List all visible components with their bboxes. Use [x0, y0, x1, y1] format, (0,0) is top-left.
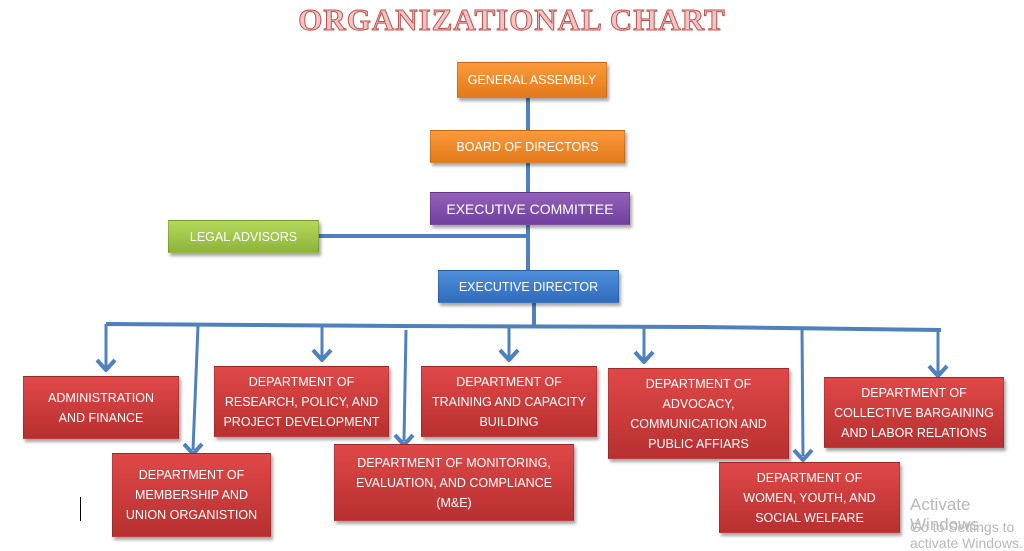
- node-research: DEPARTMENT OF RESEARCH, POLICY, AND PROJ…: [214, 366, 389, 437]
- node-board-of-directors: BOARD OF DIRECTORS: [430, 130, 625, 163]
- node-collective-bargaining: DEPARTMENT OF COLLECTIVE BARGAINING AND …: [824, 377, 1004, 448]
- node-monitoring: DEPARTMENT OF MONITORING, EVALUATION, AN…: [334, 444, 574, 521]
- node-membership: DEPARTMENT OF MEMBERSHIP AND UNION ORGAN…: [112, 453, 271, 537]
- arrow-women: [800, 327, 805, 457]
- activation-watermark-title: Activate Windows: [910, 495, 979, 534]
- node-administration-finance: ADMINISTRATION AND FINANCE: [23, 376, 179, 439]
- activation-watermark-subtitle: Go to Settings to activate Windows.: [910, 519, 1023, 551]
- department-bus: [105, 322, 942, 332]
- node-general-assembly: GENERAL ASSEMBLY: [457, 62, 607, 98]
- text-cursor: [80, 497, 81, 521]
- node-executive-director: EXECUTIVE DIRECTOR: [438, 270, 619, 303]
- node-women-youth: DEPARTMENT OF WOMEN, YOUTH, AND SOCIAL W…: [719, 462, 900, 533]
- arrow-monitoring: [402, 329, 408, 442]
- node-legal-advisors: LEGAL ADVISORS: [168, 220, 319, 253]
- chart-title: ORGANIZATIONAL CHART: [298, 2, 726, 38]
- node-advocacy: DEPARTMENT OF ADVOCACY, COMMUNICATION AN…: [608, 368, 789, 459]
- node-executive-committee: EXECUTIVE COMMITTEE: [430, 192, 630, 225]
- node-training: DEPARTMENT OF TRAINING AND CAPACITY BUIL…: [421, 366, 597, 437]
- arrow-membership: [191, 325, 200, 451]
